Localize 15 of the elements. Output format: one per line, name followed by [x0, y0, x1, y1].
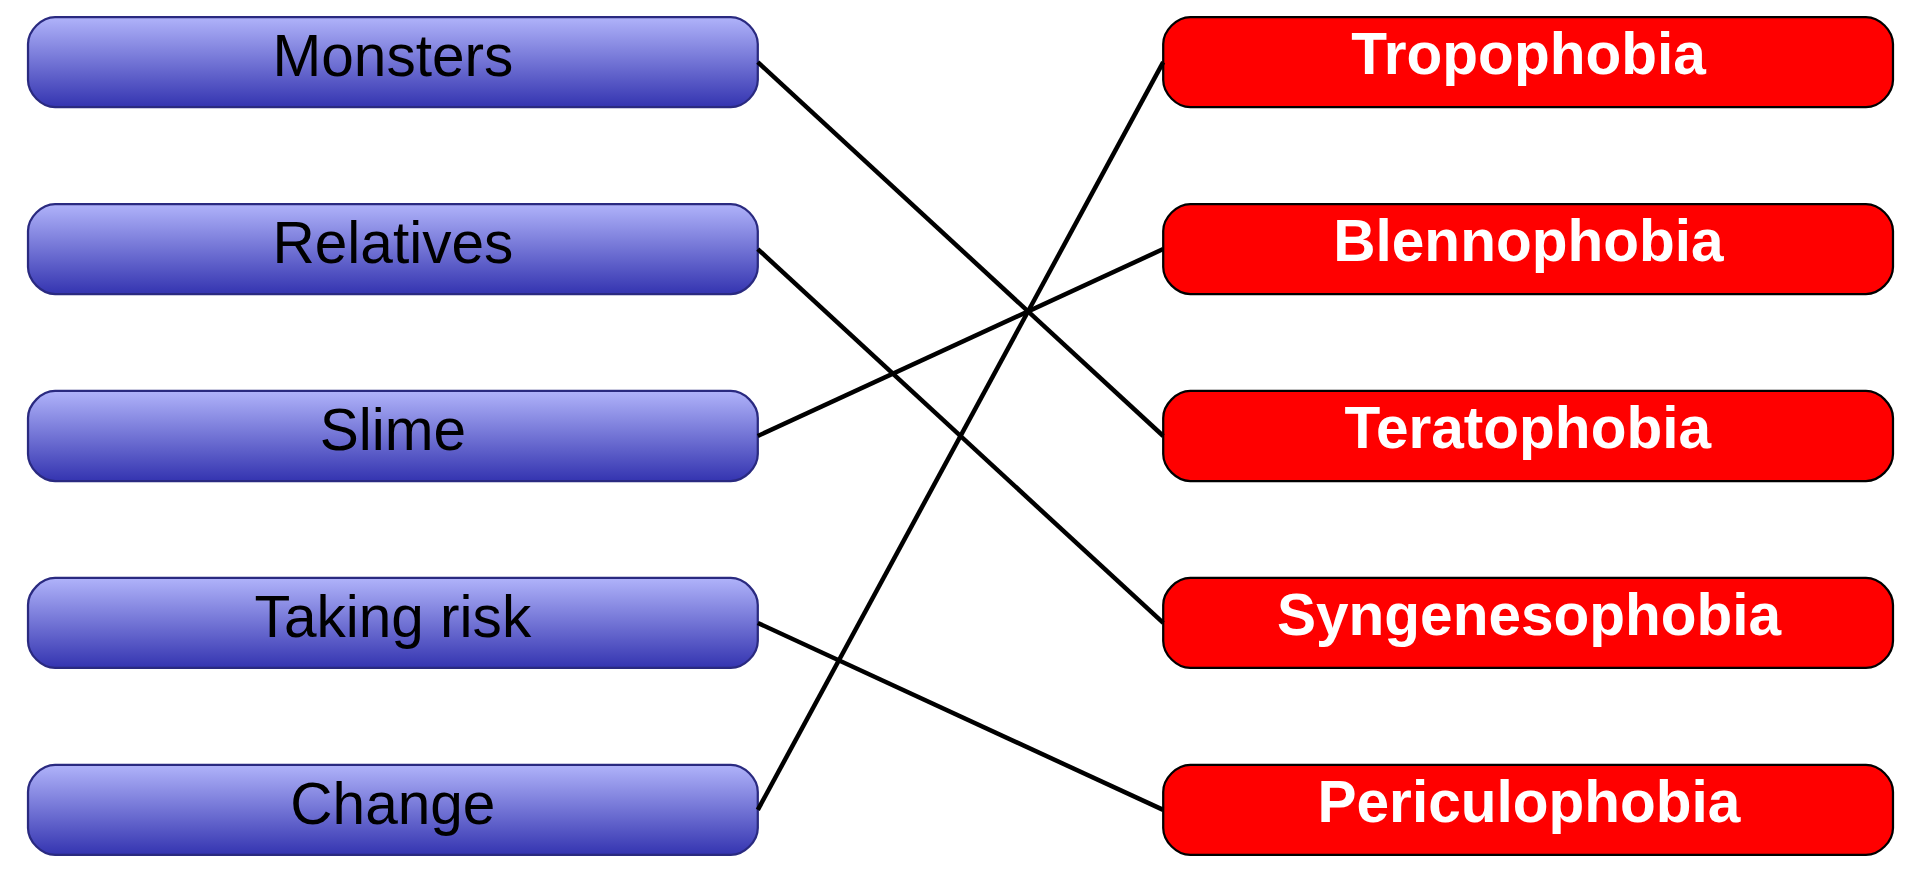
- node-box: Syngenesophobia: [1162, 576, 1895, 670]
- connector: [756, 247, 1165, 625]
- connector: [756, 60, 1165, 438]
- connector: [755, 61, 1166, 811]
- node-box: Change: [26, 763, 759, 857]
- node-box: Blennophobia: [1162, 202, 1895, 296]
- node-box: Tropophobia: [1162, 15, 1895, 109]
- node-box: Teratophobia: [1162, 389, 1895, 483]
- node-box: Periculophobia: [1162, 763, 1895, 857]
- node-box: Slime: [26, 389, 759, 483]
- node-box: Relatives: [26, 202, 759, 296]
- node-box: Monsters: [26, 15, 759, 109]
- connector: [756, 620, 1165, 812]
- connector: [756, 247, 1165, 439]
- node-box: Taking risk: [26, 576, 759, 670]
